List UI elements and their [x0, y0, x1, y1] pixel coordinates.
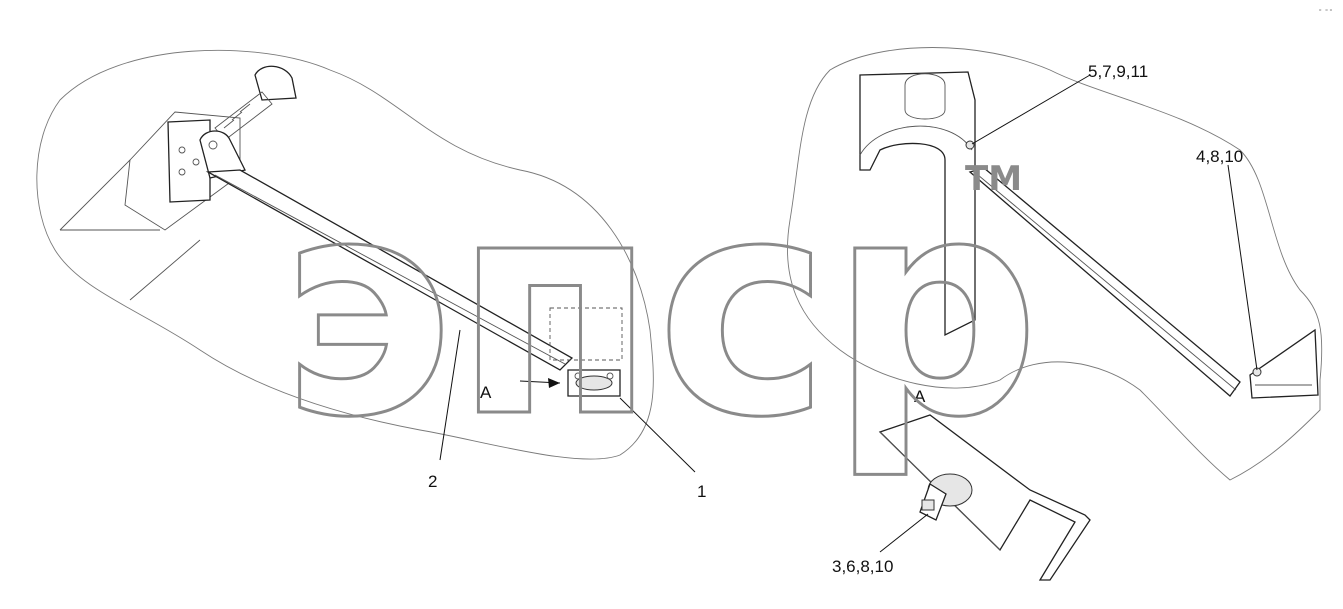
step — [1249, 328, 1319, 399]
label-part-2: 2 — [428, 472, 437, 491]
label-hardware-bottom: 3,6,8,10 — [832, 557, 893, 576]
leader-hardware-bottom — [879, 513, 929, 553]
watermark-trademark: TM — [965, 159, 1022, 199]
detail-plate — [878, 414, 1091, 581]
left-outline — [36, 49, 654, 460]
label-part-1: 1 — [697, 482, 706, 501]
label-hardware-right: 4,8,10 — [1196, 147, 1243, 166]
label-hardware-top: 5,7,9,11 — [1088, 62, 1148, 81]
right-outline — [787, 47, 1323, 481]
mount-plate — [167, 119, 211, 203]
label-view-a-right: A — [914, 387, 926, 406]
hidden-bracket — [549, 307, 623, 361]
right-view: 5,7,9,11 4,8,10 A — [787, 47, 1323, 481]
leader-part-2 — [439, 329, 461, 461]
detail-view-a: 3,6,8,10 — [832, 414, 1091, 581]
left-view: A 2 1 — [36, 49, 706, 501]
watermark-logo: эпср — [280, 134, 1040, 483]
watermark: эпср TM — [279, 133, 1042, 485]
lamp — [254, 65, 297, 101]
leader-part-1 — [619, 397, 696, 473]
label-view-a-left: A — [480, 383, 492, 402]
fender — [859, 71, 976, 337]
leader-hardware-top — [971, 74, 1091, 145]
bracket-ear — [199, 130, 246, 179]
corner-mark: ∘ ∘∘ — [1318, 7, 1333, 14]
leader-hardware-right — [1227, 164, 1258, 371]
